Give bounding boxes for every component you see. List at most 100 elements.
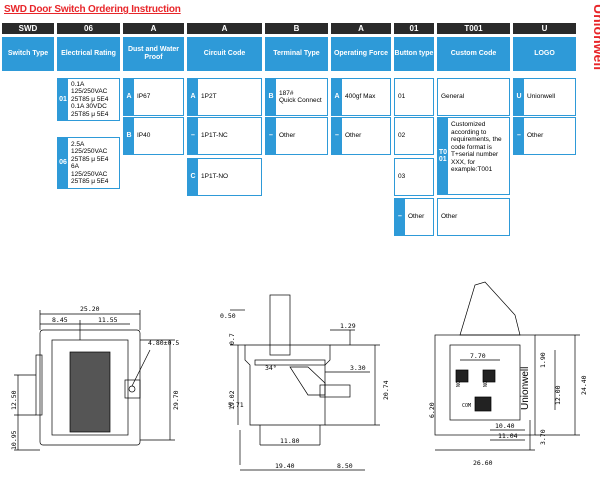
dim-3a: 7.70	[470, 352, 486, 360]
rating-line: 6A	[71, 163, 79, 170]
rating-code: 01	[58, 79, 68, 120]
label-nc: NC	[456, 381, 462, 387]
rear-view-drawing: Unionwell 7.70 1.90 12.00 24.40 6.20 10.…	[428, 281, 588, 467]
front-view-drawing: 25.20 8.45 11.55 4.80±0.5 12.50 29.70 10…	[10, 305, 180, 451]
rating-line: 0.1A	[71, 80, 85, 88]
rating-line: 25T85 μ 5E4	[71, 95, 109, 103]
code-5: A	[331, 23, 391, 34]
logo-opt-1-code: –	[514, 118, 524, 154]
circuit-opt-2-code: C	[188, 159, 198, 195]
label-no: NO	[483, 381, 489, 387]
logo-opt-0-code: U	[514, 79, 524, 115]
code-0: SWD	[2, 23, 54, 34]
header-1: Electrical Rating	[57, 37, 120, 71]
rating-line: 0.1A 30VDC	[71, 103, 107, 111]
dim-2d: 34°	[265, 364, 277, 372]
header-8: LOGO	[513, 37, 576, 71]
logo-opt-1-text: Other	[527, 132, 544, 140]
dim-2b: 0.7	[228, 333, 236, 345]
custom-opt-1-text: Customized according to requirements, th…	[451, 121, 502, 173]
brand-logo: Unionwell	[591, 4, 600, 70]
brand-vertical: Unionwell	[520, 367, 531, 410]
rating-line: 25T85 μ 5E4	[71, 178, 109, 185]
page-title: SWD Door Switch Ordering Instruction	[4, 4, 181, 15]
rating-code: 06	[58, 138, 68, 188]
custom-opt-1-code: T0 01	[438, 118, 448, 194]
header-5: Operating Force	[331, 37, 391, 71]
circuit-opt-0-code: A	[188, 79, 198, 115]
rating-line: 25T85 μ 5E4	[71, 110, 109, 118]
dim-3d: 24.40	[580, 375, 588, 395]
dim-3e: 6.20	[428, 402, 436, 418]
code-6: 01	[394, 23, 434, 34]
button-opt-3-code: –	[395, 199, 405, 235]
custom-opt-0-text: General	[441, 93, 465, 101]
code-4: B	[265, 23, 328, 34]
dim-3h: 3.70	[539, 429, 547, 445]
custom-opt-0: General	[437, 78, 510, 116]
button-opt-2-text: 03	[398, 173, 406, 181]
dust-opt-1-text: IP40	[137, 132, 151, 140]
dim-3f: 10.40	[495, 422, 515, 430]
dust-opt-0-code: A	[124, 79, 134, 115]
code-2: A	[123, 23, 184, 34]
dim-h3: 10.95	[10, 430, 18, 450]
dim-2k: 8.50	[337, 462, 353, 470]
header-6: Button type	[394, 37, 434, 71]
header-2: Dust and Water Proof	[123, 37, 184, 71]
header-4: Terminal Type	[265, 37, 328, 71]
dim-width: 25.20	[80, 305, 100, 313]
dim-2i: 11.80	[280, 437, 300, 445]
button-opt-1: 02	[394, 117, 434, 155]
dim-2g: 5.71	[228, 401, 244, 409]
rating-line: 125/250VAC	[71, 170, 108, 178]
logo-opt-1: –Other	[513, 117, 576, 155]
header-3: Circuit Code	[187, 37, 262, 71]
rating-line: 25T85 μ 5E4	[71, 155, 109, 163]
force-opt-1-code: –	[332, 118, 342, 154]
header-0: Switch Type	[2, 37, 54, 71]
dim-hole: 4.80±0.5	[148, 339, 179, 347]
terminal-opt-0-text: 187# Quick Connect	[279, 89, 322, 105]
custom-opt-2: Other	[437, 198, 510, 236]
side-view-drawing: 0.50 0.7 1.29 34° 3.30 19.02 5.71 20.74 …	[220, 294, 390, 471]
rating-line: 2.5A	[71, 140, 85, 148]
circuit-opt-1: –1P1T-NC	[187, 117, 262, 155]
button-opt-3: –Other	[394, 198, 434, 236]
code-1: 06	[57, 23, 120, 34]
dim-b: 11.55	[98, 316, 118, 324]
header-7: Custom Code	[437, 37, 510, 71]
dim-h1: 12.50	[10, 390, 18, 410]
dim-3g: 11.04	[498, 432, 518, 440]
circuit-opt-1-text: 1P1T-NC	[201, 132, 228, 140]
label-com: COM	[462, 403, 471, 409]
circuit-opt-1-code: –	[188, 118, 198, 154]
code-3: A	[187, 23, 262, 34]
terminal-opt-1-text: Other	[279, 132, 296, 140]
code-7: T001	[437, 23, 510, 34]
dim-3c: 12.00	[554, 385, 562, 405]
force-opt-1-text: Other	[345, 132, 362, 140]
button-opt-0-text: 01	[398, 93, 406, 101]
dim-3i: 26.60	[473, 459, 493, 467]
logo-opt-0-text: Unionwell	[527, 93, 556, 101]
terminal-opt-0-code: B	[266, 79, 276, 115]
dust-opt-1-code: B	[124, 118, 134, 154]
dim-3b: 1.90	[539, 352, 547, 368]
code-8: U	[513, 23, 576, 34]
rating-line: 125/250VAC	[71, 148, 108, 155]
button-opt-3-text: Other	[408, 213, 425, 221]
dim-2e: 3.30	[350, 364, 366, 372]
dim-a: 8.45	[52, 316, 68, 324]
dim-2a: 0.50	[220, 312, 236, 320]
